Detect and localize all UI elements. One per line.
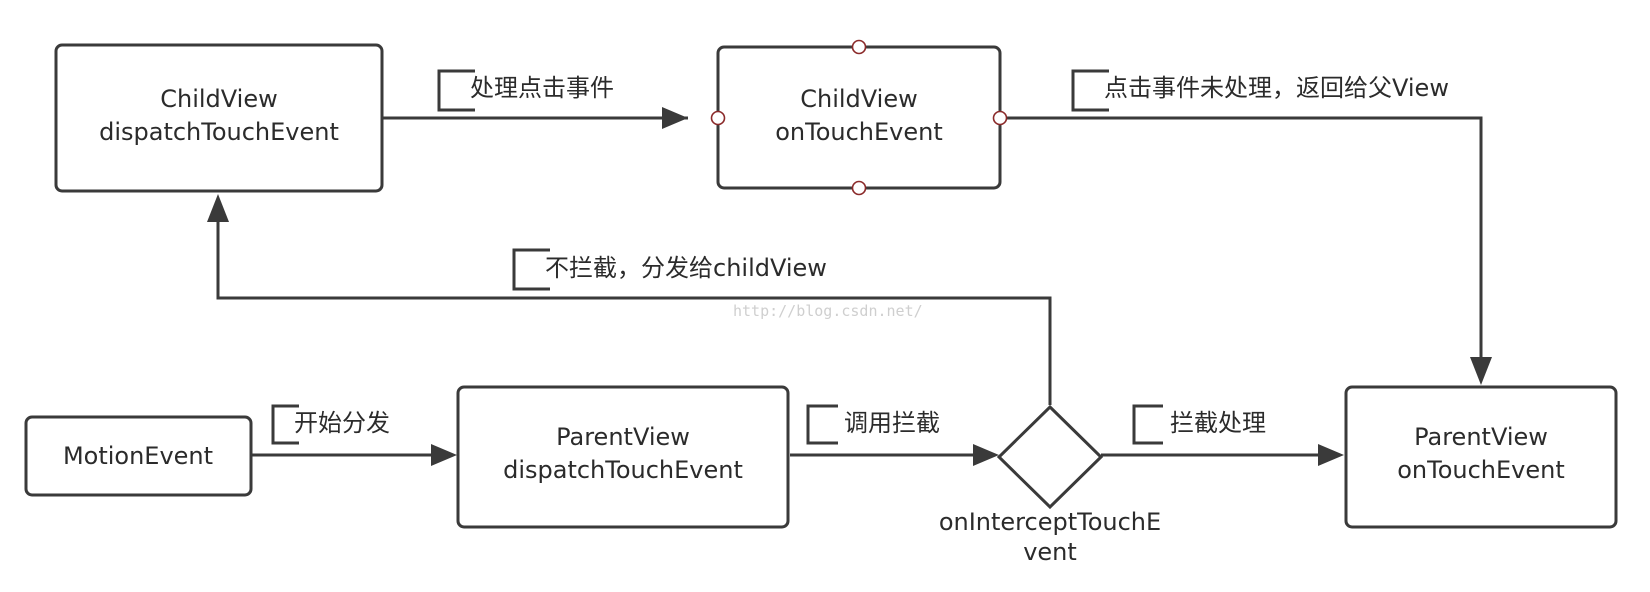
node-parent-ontouch-line2: onTouchEvent bbox=[1397, 456, 1565, 484]
node-motion-event: MotionEvent bbox=[24, 415, 253, 497]
edge-ontouch-to-parent-ontouch bbox=[1004, 116, 1483, 366]
label-unhandled-return-text: 点击事件未处理，返回给父View bbox=[1104, 74, 1449, 102]
node-child-ontouch: ChildView onTouchEvent bbox=[710, 39, 1008, 196]
node-parent-ontouch: ParentView onTouchEvent bbox=[1344, 385, 1618, 529]
bracket-mark bbox=[271, 404, 299, 445]
node-parent-dispatch-line2: dispatchTouchEvent bbox=[503, 456, 743, 484]
arrowhead-to-child-ontouch bbox=[662, 107, 688, 129]
label-intercept-handle-text: 拦截处理 bbox=[1170, 409, 1266, 437]
label-call-intercept-text: 调用拦截 bbox=[844, 409, 940, 437]
node-intercept-decision: onInterceptTouchE vent bbox=[939, 404, 1161, 566]
label-call-intercept: 调用拦截 bbox=[806, 404, 940, 445]
edge-decision-to-child-dispatch bbox=[216, 218, 1052, 405]
port-top bbox=[851, 39, 867, 55]
arrowhead-to-parent-ontouch bbox=[1470, 357, 1492, 385]
bracket-mark bbox=[1132, 404, 1163, 445]
node-intercept-decision-line1: onInterceptTouchE bbox=[939, 508, 1161, 536]
node-child-dispatch-line2: dispatchTouchEvent bbox=[99, 118, 339, 146]
node-parent-ontouch-line1: ParentView bbox=[1414, 423, 1548, 451]
label-handle-click: 处理点击事件 bbox=[437, 69, 614, 112]
node-child-dispatch: ChildView dispatchTouchEvent bbox=[54, 43, 384, 193]
node-motion-event-label: MotionEvent bbox=[63, 442, 213, 470]
node-child-dispatch-line1: ChildView bbox=[160, 85, 278, 113]
label-no-intercept: 不拦截，分发给childView bbox=[512, 248, 827, 291]
bracket-mark bbox=[806, 404, 838, 445]
arrowhead-to-parent-ontouch-2 bbox=[1318, 444, 1344, 466]
arrowhead-to-decision bbox=[973, 444, 999, 466]
label-handle-click-text: 处理点击事件 bbox=[470, 74, 614, 102]
node-parent-dispatch-line1: ParentView bbox=[556, 423, 690, 451]
bracket-mark bbox=[437, 69, 475, 112]
arrowhead-to-parent-dispatch bbox=[431, 444, 457, 466]
watermark: http://blog.csdn.net/ bbox=[733, 302, 923, 320]
node-parent-dispatch: ParentView dispatchTouchEvent bbox=[456, 385, 790, 529]
bracket-mark bbox=[512, 248, 550, 291]
label-start-dispatch-text: 开始分发 bbox=[294, 409, 390, 437]
label-unhandled-return: 点击事件未处理，返回给父View bbox=[1071, 69, 1449, 112]
port-bottom bbox=[851, 180, 867, 196]
node-intercept-decision-line2: vent bbox=[1023, 538, 1077, 566]
port-right bbox=[992, 110, 1008, 126]
bracket-mark bbox=[1071, 69, 1109, 112]
port-left bbox=[710, 110, 726, 126]
node-child-ontouch-line2: onTouchEvent bbox=[775, 118, 943, 146]
arrowhead-to-child-dispatch bbox=[207, 194, 229, 222]
node-child-ontouch-line1: ChildView bbox=[800, 85, 918, 113]
label-start-dispatch: 开始分发 bbox=[271, 404, 390, 445]
label-no-intercept-text: 不拦截，分发给childView bbox=[545, 254, 827, 282]
label-intercept-handle: 拦截处理 bbox=[1132, 404, 1266, 445]
